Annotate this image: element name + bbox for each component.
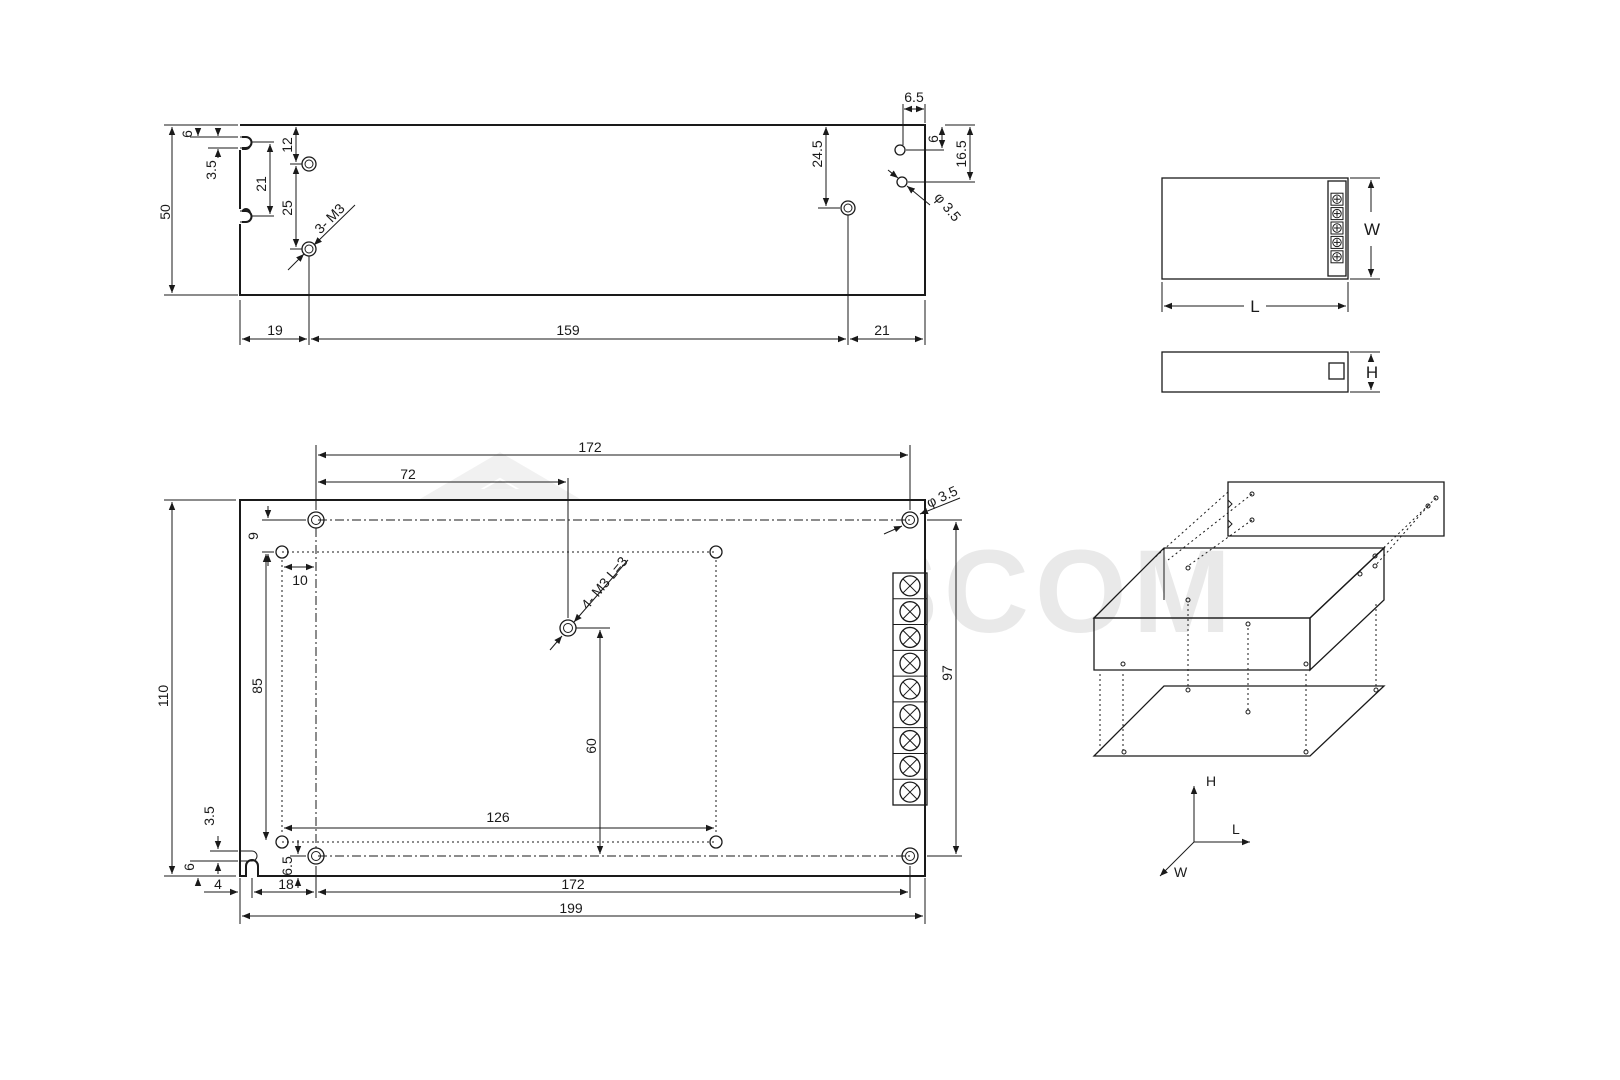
top-view: 172 72 φ 3.5 9 10 85 110 4- M3 L=3 60	[155, 439, 962, 924]
axis-label-w: W	[1174, 864, 1188, 880]
dim-side-slot-pitch: 21	[253, 176, 269, 192]
top-hole-tl	[307, 511, 325, 529]
side-small-hole-1	[894, 144, 906, 156]
dim-top-offset-h: 10	[292, 572, 308, 588]
dim-side-right: 21	[874, 322, 890, 338]
dim-top-total-height: 110	[155, 685, 171, 708]
terminal-screw-icon	[893, 675, 927, 700]
orientation-front-box: H	[1161, 351, 1380, 393]
exploded-cover-plate	[1227, 481, 1445, 537]
dim-top-offset-v: 9	[245, 532, 261, 540]
top-hole-tr	[901, 511, 919, 529]
label-height: H	[1366, 363, 1378, 382]
terminal-screw-icon	[893, 598, 927, 623]
terminal-screw-icon	[893, 727, 927, 752]
exploded-bottom-plate	[1092, 685, 1386, 757]
dim-top-slot-bottom: 6	[181, 863, 197, 871]
dim-top-terminal-span: 97	[939, 665, 955, 681]
axis-label-h: H	[1206, 773, 1216, 789]
dim-top-span: 172	[578, 439, 602, 455]
dim-side-right-edge: 6.5	[904, 89, 924, 105]
mini-terminal-icon	[1330, 221, 1344, 235]
dim-top-bottom-offset: 18	[278, 876, 294, 892]
terminal-screw-icon	[893, 701, 927, 726]
dim-side-center: 159	[556, 322, 580, 338]
side-view: 50 6 3.5 21 12 25 3- M3 24.5 6.5	[157, 89, 975, 345]
top-small-hole-3	[275, 835, 289, 849]
dim-side-right-diam: φ 3.5	[931, 189, 964, 224]
mini-terminal-icon	[1330, 207, 1344, 221]
mini-terminal-block	[1330, 192, 1344, 264]
dim-side-height: 50	[157, 204, 173, 220]
axis-triad: H L W	[1159, 773, 1250, 880]
dim-side-right-hole-top: 24.5	[809, 140, 825, 167]
terminal-screw-icon	[893, 752, 927, 777]
dim-top-inner-v: 85	[249, 678, 265, 694]
dim-top-bottom-left: 4	[214, 876, 222, 892]
dim-side-hole-top: 12	[279, 137, 295, 153]
dim-top-total-width: 199	[559, 900, 583, 916]
orientation-top-box: W L	[1161, 177, 1380, 316]
terminal-screw-icon	[899, 575, 921, 597]
label-width: W	[1364, 220, 1380, 239]
mini-terminal-icon	[1330, 192, 1344, 206]
dim-side-left: 19	[267, 322, 283, 338]
dim-side-right-pitch: 16.5	[953, 140, 969, 167]
dim-side-right-top: 6	[925, 135, 941, 143]
mini-terminal-icon	[1330, 235, 1344, 249]
dim-top-mid-v: 60	[583, 738, 599, 754]
dim-side-slot-top: 6	[179, 130, 195, 138]
dim-top-slot-width: 3.5	[201, 806, 217, 826]
top-small-hole-4	[709, 835, 723, 849]
exploded-chassis	[1092, 546, 1386, 672]
dim-top-mid: 72	[400, 466, 416, 482]
terminal-screw-icon	[893, 624, 927, 649]
top-hole-br	[901, 847, 919, 865]
dim-side-hole-pitch: 25	[279, 200, 295, 216]
dim-top-bottom-span: 172	[561, 876, 585, 892]
top-small-hole-1	[275, 545, 289, 559]
exploded-view	[1092, 481, 1445, 757]
terminal-screw-icon	[893, 649, 927, 674]
dim-top-inner-h: 126	[486, 809, 510, 825]
label-length: L	[1250, 297, 1259, 316]
top-small-hole-2	[709, 545, 723, 559]
terminal-block	[892, 572, 928, 806]
terminal-screw-icon	[893, 778, 927, 803]
top-hole-bl	[307, 847, 325, 865]
dim-top-bottom-edge: 6.5	[279, 856, 295, 876]
dim-top-hole-diam: φ 3.5	[924, 482, 960, 510]
side-small-hole-2	[896, 176, 908, 188]
dim-side-slot-width: 3.5	[203, 160, 219, 180]
axis-label-l: L	[1232, 821, 1240, 837]
mini-terminal-icon	[1330, 250, 1344, 264]
top-view-outline	[239, 499, 926, 877]
